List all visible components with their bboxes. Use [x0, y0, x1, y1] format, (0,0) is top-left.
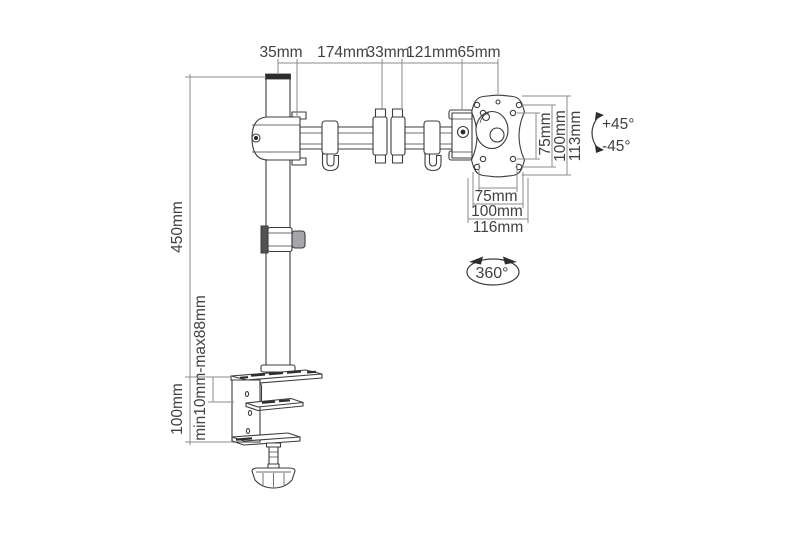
rotation-label: 360° — [475, 265, 508, 282]
dim-label-head-offset: 65mm — [457, 44, 500, 61]
tilt-annotation: +45° -45° — [591, 112, 635, 155]
arm-pole-joint — [251, 111, 307, 166]
dim-label-plate-height: 113mm — [567, 111, 584, 162]
dim-desk-thickness: min10mm-max88mm — [192, 295, 234, 441]
arm-head-joint — [448, 109, 473, 161]
tilt-up-label: +45° — [602, 116, 635, 133]
dim-label-desk-range: min10mm-max88mm — [192, 295, 209, 441]
dim-clamp-height: 100mm — [169, 377, 233, 445]
dim-label-vesa-75h: 75mm — [474, 188, 517, 205]
dim-label-plate-width: 116mm — [473, 219, 524, 236]
dim-label-mid-joint: 33mm — [366, 44, 409, 61]
cable-hook — [321, 153, 340, 172]
desk-clamp — [230, 364, 323, 489]
dim-vesa-horizontal: 75mm 100mm 116mm — [467, 163, 529, 236]
dim-label-arm-offset: 35mm — [259, 44, 302, 61]
vesa-plate — [470, 94, 526, 178]
mount-arm-illustration — [230, 73, 526, 489]
dim-label-vesa-75v: 75mm — [537, 112, 554, 155]
dim-top-chain: 35mm 174mm 33mm 121mm 65mm — [259, 44, 501, 116]
dim-pole-height: 450mm — [169, 74, 266, 378]
rotation-annotation: 360° — [466, 256, 520, 286]
dim-label-arm-segment-2: 121mm — [406, 44, 458, 61]
dim-label-pole-height: 450mm — [169, 201, 186, 253]
dim-label-vesa-100v: 100mm — [552, 110, 569, 162]
dim-label-clamp-height: 100mm — [169, 383, 186, 435]
dim-label-vesa-100h: 100mm — [471, 203, 523, 220]
arm-middle-joint — [372, 108, 406, 164]
arm-tube-2 — [404, 120, 456, 172]
dim-vesa-vertical: 75mm 100mm 113mm — [517, 95, 584, 176]
tilt-down-label: -45° — [602, 138, 631, 155]
dim-label-arm-segment-1: 174mm — [317, 44, 369, 61]
arm-tube-1 — [299, 120, 386, 172]
pole-collar — [260, 225, 306, 254]
cable-hook — [424, 153, 442, 172]
